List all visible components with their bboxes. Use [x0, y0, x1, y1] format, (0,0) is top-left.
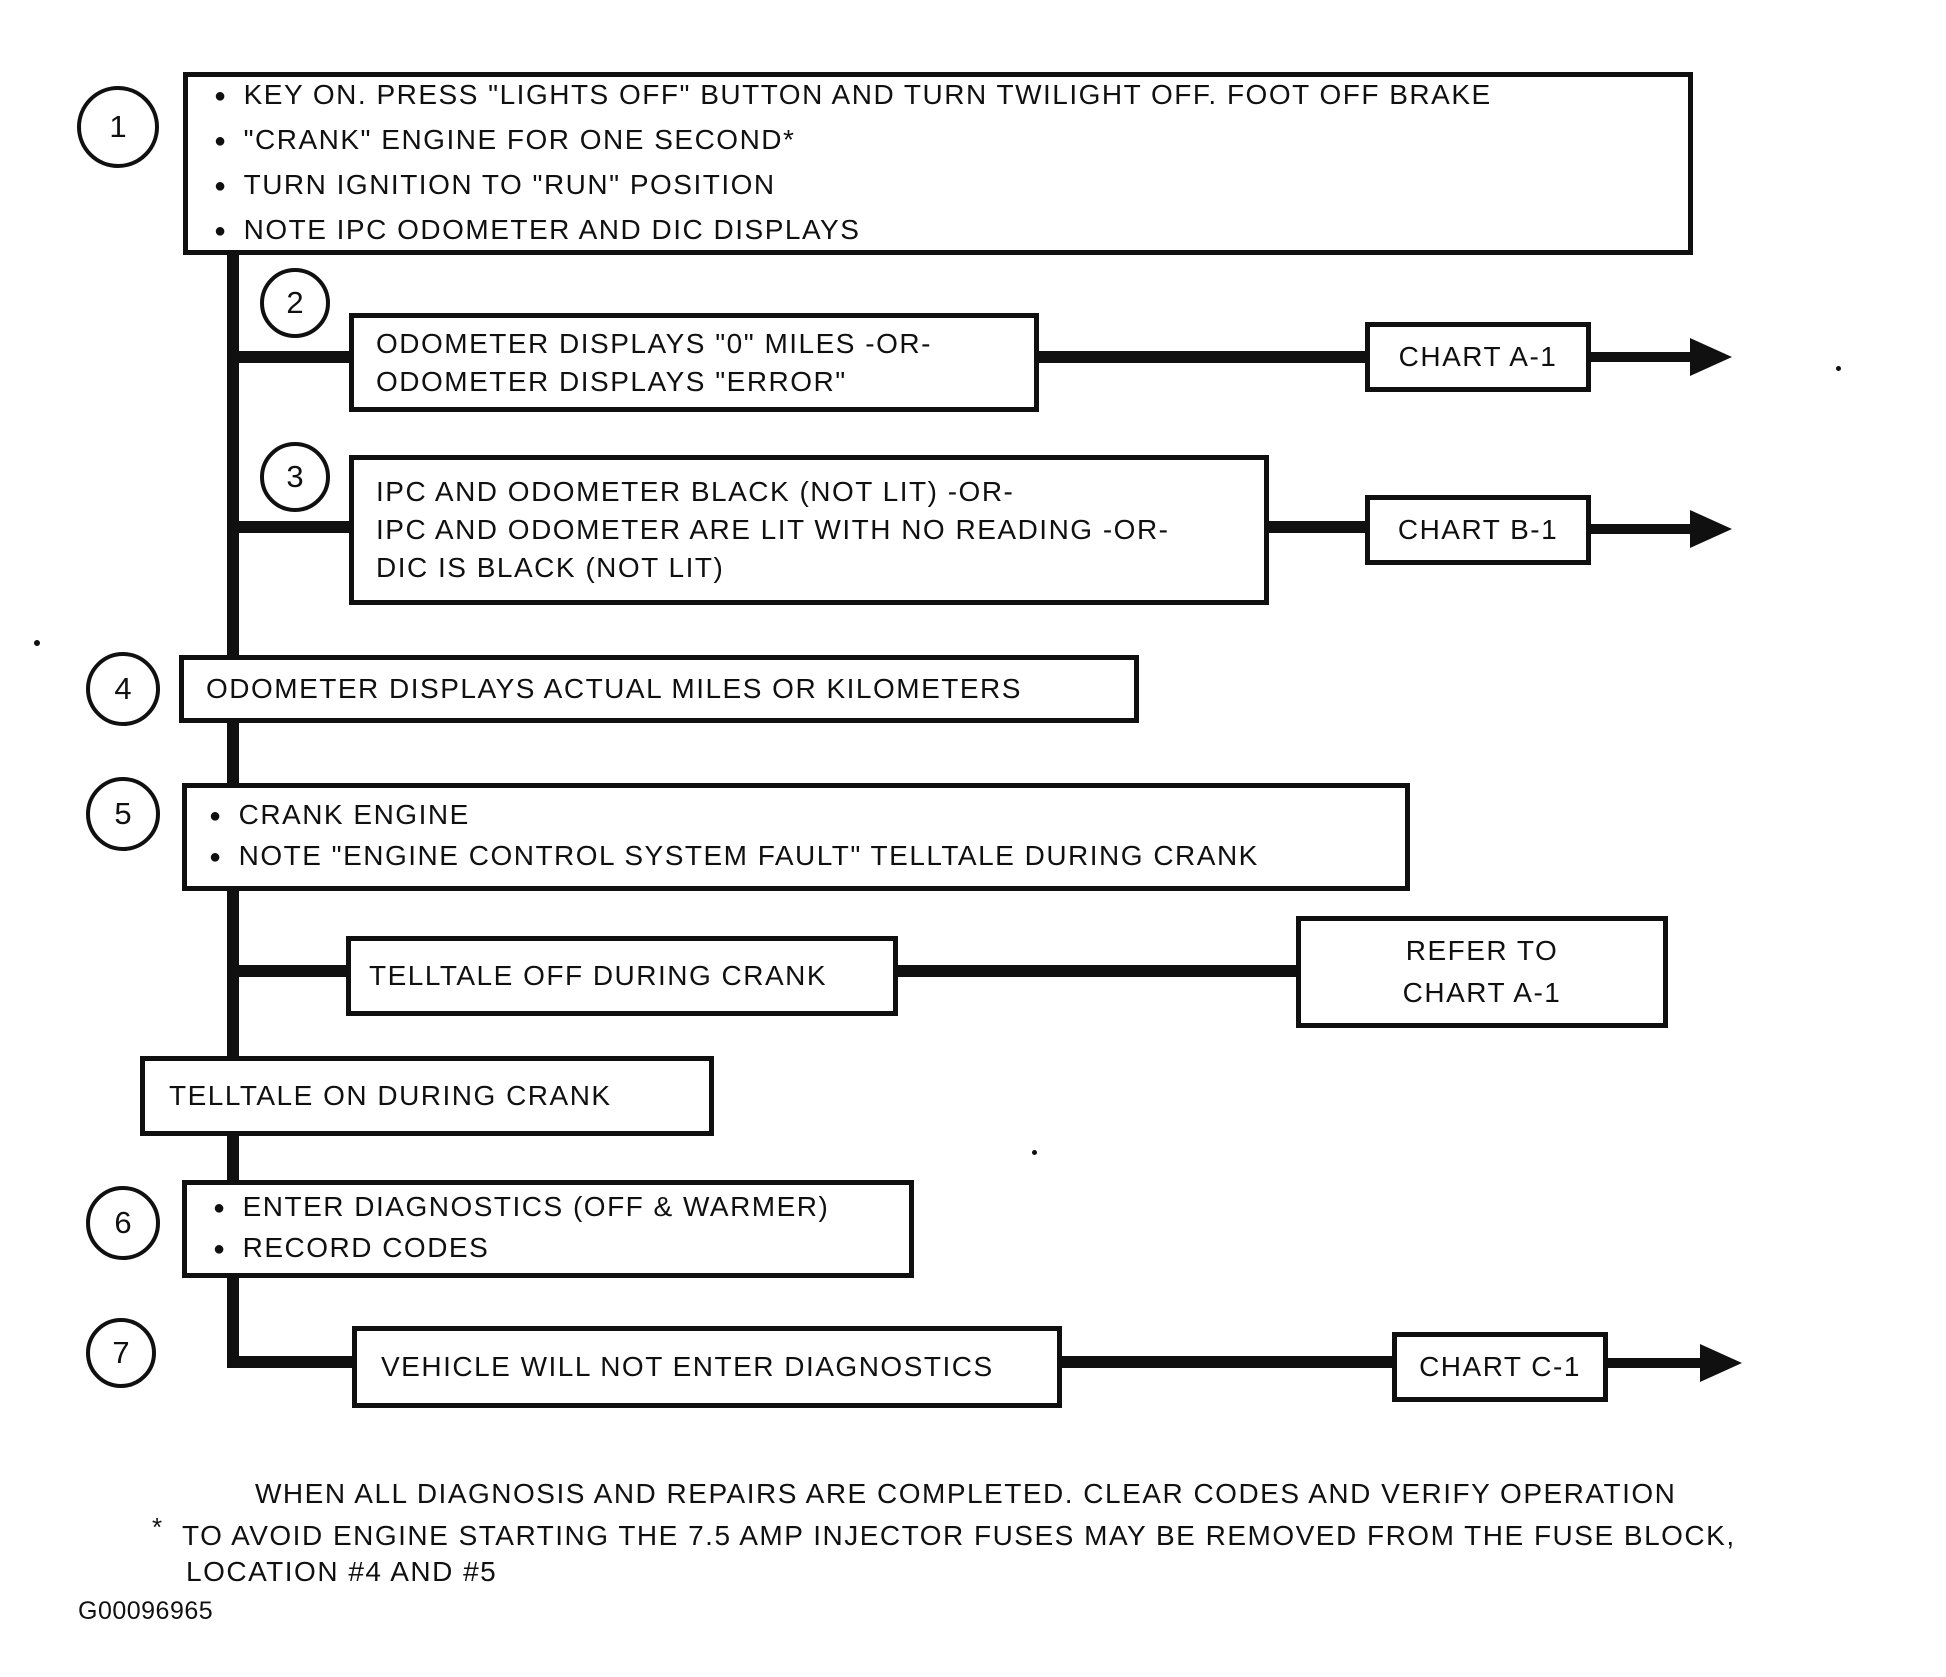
- step-number-2: 2: [260, 268, 330, 338]
- step-6-line-2: RECORD CODES: [242, 1232, 490, 1263]
- footnote-line-1: TO AVOID ENGINE STARTING THE 7.5 AMP INJ…: [182, 1520, 1736, 1551]
- chart-b1-ref-label: CHART B-1: [1397, 514, 1559, 545]
- footer-note-completed: WHEN ALL DIAGNOSIS AND REPAIRS ARE COMPL…: [255, 1478, 1677, 1509]
- bullet-icon: ●: [214, 84, 228, 107]
- bullet-icon: ●: [213, 1197, 227, 1219]
- step-3-line-3: DIC IS BLACK (NOT LIT): [376, 552, 725, 583]
- step-3-line-2: IPC AND ODOMETER ARE LIT WITH NO READING…: [376, 514, 1170, 545]
- figure-code: G00096965: [78, 1597, 214, 1625]
- arrow-right-icon: [1700, 1344, 1742, 1382]
- step-7-box: VEHICLE WILL NOT ENTER DIAGNOSTICS: [352, 1326, 1062, 1408]
- step-4-box: ODOMETER DISPLAYS ACTUAL MILES OR KILOME…: [179, 655, 1139, 723]
- footnote-asterisk: *: [152, 1512, 164, 1542]
- connector-line-step2-to-chart: [1036, 351, 1368, 363]
- bullet-icon: ●: [214, 219, 228, 242]
- connector-line-step3-to-chart: [1264, 521, 1368, 533]
- refer-chart-a1-box: REFER TO CHART A-1: [1296, 916, 1668, 1028]
- bullet-icon: ●: [213, 1238, 227, 1260]
- chart-c1-ref-label: CHART C-1: [1419, 1351, 1581, 1382]
- step-2-line-2: ODOMETER DISPLAYS "ERROR": [376, 365, 847, 397]
- step-6-line-1: ENTER DIAGNOSTICS (OFF & WARMER): [242, 1191, 830, 1222]
- chart-a1-ref-label: CHART A-1: [1398, 341, 1558, 372]
- refer-line-2: CHART A-1: [1402, 977, 1562, 1008]
- step-1-line-2: "CRANK" ENGINE FOR ONE SECOND*: [243, 123, 796, 155]
- step-number-7: 7: [86, 1318, 156, 1388]
- connector-line-telltale-off: [233, 965, 351, 977]
- telltale-on-box: TELLTALE ON DURING CRANK: [140, 1056, 714, 1136]
- bullet-icon: ●: [209, 846, 223, 868]
- step-3-box: IPC AND ODOMETER BLACK (NOT LIT) -OR- IP…: [349, 455, 1269, 605]
- chart-b1-ref-box: CHART B-1: [1365, 495, 1591, 565]
- step-6-box: ● ENTER DIAGNOSTICS (OFF & WARMER) ● RECOR…: [182, 1180, 914, 1278]
- connector-line-step2: [233, 351, 355, 363]
- telltale-off-label: TELLTALE OFF DURING CRANK: [369, 960, 828, 991]
- bullet-icon: ●: [214, 174, 228, 197]
- step-1-line-1: KEY ON. PRESS "LIGHTS OFF" BUTTON AND TU…: [243, 78, 1492, 110]
- step-5-box: ● CRANK ENGINE ● NOTE "ENGINE CONTROL SYST…: [182, 783, 1410, 891]
- step-number-5: 5: [86, 777, 160, 851]
- step-number-1: 1: [77, 86, 159, 168]
- arrow-right-icon: [1690, 510, 1732, 548]
- step-5-line-2: NOTE "ENGINE CONTROL SYSTEM FAULT" TELLT…: [238, 840, 1259, 871]
- step-number-6: 6: [86, 1186, 160, 1260]
- step-number-4: 4: [86, 652, 160, 726]
- connector-line-step7-elbow: [227, 1356, 357, 1368]
- step-2-line-1: ODOMETER DISPLAYS "0" MILES -OR-: [376, 327, 932, 359]
- step-1-box: ● KEY ON. PRESS "LIGHTS OFF" BUTTON AND T…: [183, 72, 1693, 255]
- step-number-3: 3: [260, 442, 330, 512]
- scan-artifact-dot: [1836, 366, 1841, 371]
- chart-c1-ref-box: CHART C-1: [1392, 1332, 1608, 1402]
- step-2-box: ODOMETER DISPLAYS "0" MILES -OR- ODOMETE…: [349, 313, 1039, 412]
- step-3-line-1: IPC AND ODOMETER BLACK (NOT LIT) -OR-: [376, 476, 1015, 507]
- arrow-right-icon: [1690, 338, 1732, 376]
- footnote-line-2: LOCATION #4 AND #5: [186, 1556, 498, 1587]
- step-1-line-3: TURN IGNITION TO "RUN" POSITION: [243, 168, 776, 200]
- connector-line-chart-b1-out: [1588, 524, 1692, 534]
- bullet-icon: ●: [209, 805, 223, 827]
- connector-line-chart-a1-out: [1588, 352, 1692, 362]
- telltale-on-label: TELLTALE ON DURING CRANK: [169, 1080, 612, 1111]
- telltale-off-box: TELLTALE OFF DURING CRANK: [346, 936, 898, 1016]
- step-5-line-1: CRANK ENGINE: [238, 799, 470, 830]
- refer-line-1: REFER TO: [1405, 935, 1559, 966]
- chart-a1-ref-box: CHART A-1: [1365, 322, 1591, 392]
- step-1-line-4: NOTE IPC ODOMETER AND DIC DISPLAYS: [243, 213, 861, 245]
- bullet-icon: ●: [214, 129, 228, 152]
- connector-line-to-refer-box: [894, 965, 1298, 977]
- step-4-line-1: ODOMETER DISPLAYS ACTUAL MILES OR KILOME…: [206, 673, 1022, 704]
- connector-line-chart-c1-out: [1604, 1358, 1702, 1368]
- step-7-line-1: VEHICLE WILL NOT ENTER DIAGNOSTICS: [381, 1351, 994, 1382]
- connector-line-step7-to-chart: [1058, 1356, 1392, 1368]
- connector-line-step3: [233, 521, 355, 533]
- scan-artifact-dot: [1032, 1150, 1037, 1155]
- scan-artifact-dot: [34, 640, 40, 646]
